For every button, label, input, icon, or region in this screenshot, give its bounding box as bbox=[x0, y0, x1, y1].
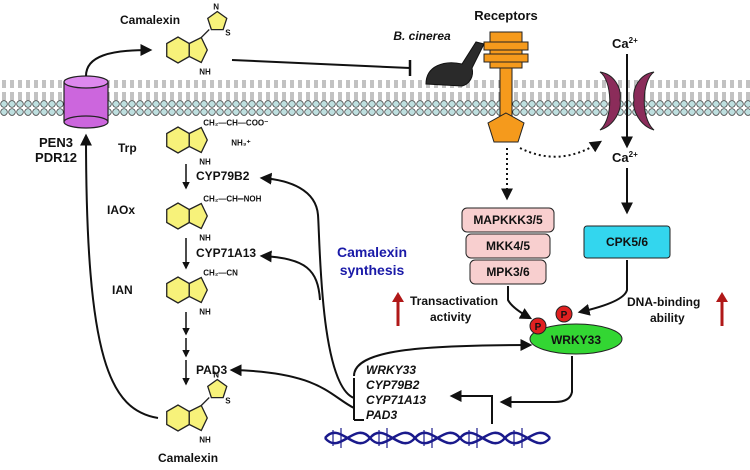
phospho-badge-1 bbox=[529, 317, 547, 335]
wrky33-label: WRKY33 bbox=[551, 333, 601, 347]
cyp71a13-enzyme-label: CYP71A13 bbox=[196, 246, 256, 260]
s-label: S bbox=[225, 397, 231, 406]
nh-label: NH bbox=[199, 68, 211, 77]
pad3-enzyme-label: PAD3 bbox=[196, 363, 227, 377]
receptors-label: Receptors bbox=[474, 8, 538, 23]
thiazole-bottom-structure: NS bbox=[206, 371, 231, 406]
nh-label: NH bbox=[199, 158, 211, 167]
ian-label: IAN bbox=[112, 283, 133, 297]
camalexin-top-structure: NH bbox=[166, 36, 211, 77]
wrky33-feedback-arrow bbox=[353, 339, 533, 377]
mpk-label: MPK3/6 bbox=[486, 265, 530, 279]
receptor-icon bbox=[483, 31, 529, 143]
s-label: S bbox=[225, 29, 231, 38]
transactivation-up-arrowhead bbox=[392, 292, 404, 302]
mkk-box bbox=[465, 233, 551, 259]
mkk-label: MKK4/5 bbox=[486, 239, 530, 253]
camalexin-bottom-structure: NH bbox=[166, 404, 211, 445]
transporter-label-2: PDR12 bbox=[35, 150, 77, 165]
ian-structure: NH bbox=[166, 276, 211, 317]
b-cinerea-label: B. cinerea bbox=[393, 29, 451, 43]
dna-binding-label-1: DNA-binding bbox=[627, 295, 700, 309]
ca-mid-label: Ca2+ bbox=[612, 150, 638, 165]
gene-cyp71a13: CYP71A13 bbox=[366, 393, 426, 407]
dna-helix-icon bbox=[324, 428, 551, 448]
gene-cyp79b2: CYP79B2 bbox=[366, 378, 420, 392]
camalexin-bottom-label: Camalexin bbox=[158, 451, 218, 465]
wrky-to-dna-arrow bbox=[499, 356, 573, 408]
expression-to-pad3-arrow bbox=[229, 364, 355, 409]
mapkkk-label: MAPKKK3/5 bbox=[473, 213, 543, 227]
iaox-sidechain-label: CH₂—CH═NOH bbox=[203, 195, 261, 204]
transporter-label-1: PEN3 bbox=[39, 135, 73, 150]
dna-binding-label-2: ability bbox=[650, 311, 685, 325]
camalexin-to-transporter-arrow bbox=[80, 133, 159, 419]
gene-wrky33: WRKY33 bbox=[366, 363, 416, 377]
nh-label: NH bbox=[199, 436, 211, 445]
mapkkk-box bbox=[461, 207, 555, 233]
phospho-label-2: P bbox=[561, 310, 568, 321]
ian-sidechain-label: CH₂—CN bbox=[203, 269, 238, 278]
synthesis-label-2: synthesis bbox=[340, 262, 405, 278]
cell-membrane bbox=[0, 80, 750, 116]
dna-binding-up-arrowhead bbox=[716, 292, 728, 302]
transcription-arrow bbox=[449, 390, 493, 424]
transporter-to-outside-arrow bbox=[85, 44, 153, 77]
transactivation-label-2: activity bbox=[430, 310, 472, 324]
thiazole-top-structure: NS bbox=[206, 3, 231, 38]
cpk-box bbox=[583, 225, 671, 259]
cyp79b2-enzyme-label: CYP79B2 bbox=[196, 169, 250, 183]
gene-pad3: PAD3 bbox=[366, 408, 397, 422]
iaox-label: IAOx bbox=[107, 203, 135, 217]
inhibition-line bbox=[231, 59, 411, 69]
wrky33-protein bbox=[529, 323, 623, 355]
trp-sidechain-label: CH₂—CH—COO⁻ bbox=[203, 119, 268, 128]
n-label: N bbox=[213, 3, 219, 12]
mpk-to-wrky-arrow bbox=[507, 286, 533, 320]
ca-top-label: Ca2+ bbox=[612, 36, 638, 51]
expression-to-cyp71a13-arrow bbox=[259, 250, 321, 301]
phospho-badge-2 bbox=[555, 305, 573, 323]
trp-structure: NH bbox=[166, 126, 211, 167]
camalexin-top-label: Camalexin bbox=[120, 13, 180, 27]
trp-amine-label: NH₃⁺ bbox=[231, 139, 250, 148]
nh-label: NH bbox=[199, 234, 211, 243]
trp-label: Trp bbox=[118, 141, 137, 155]
transactivation-label-1: Transactivation bbox=[410, 294, 498, 308]
synthesis-label-1: Camalexin bbox=[337, 244, 407, 260]
receptor-to-channel-arrow bbox=[519, 140, 603, 158]
n-label: N bbox=[213, 371, 219, 380]
cpk-to-wrky-arrow bbox=[577, 260, 628, 316]
cpk-label: CPK5/6 bbox=[606, 235, 648, 249]
phospho-label-1: P bbox=[535, 322, 542, 333]
expression-to-cyp79b2-arrow bbox=[259, 172, 355, 399]
b-cinerea-pathogen-icon bbox=[425, 41, 485, 87]
mpk-box bbox=[469, 259, 547, 285]
pen3-pdr12-transporter bbox=[63, 75, 109, 129]
iaox-structure: NH bbox=[166, 202, 211, 243]
calcium-channel-icon bbox=[599, 71, 655, 131]
nh-label: NH bbox=[199, 308, 211, 317]
